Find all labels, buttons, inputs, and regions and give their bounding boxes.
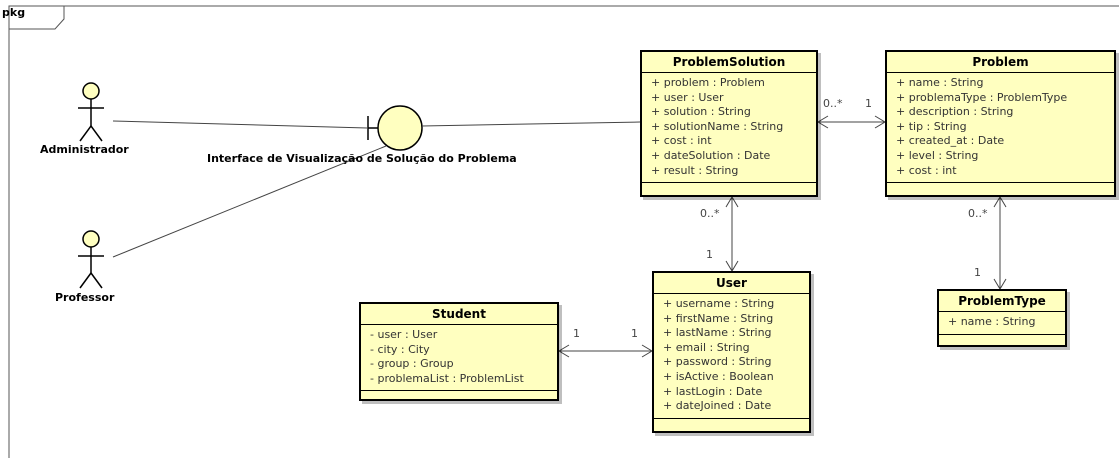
attribute: + name : String — [896, 76, 984, 89]
class-problem-attributes: + name : String + problemaType : Problem… — [887, 73, 1114, 184]
multiplicity-ps-problem-source: 0..* — [823, 97, 843, 110]
class-problemtype-name: ProblemType — [939, 291, 1065, 312]
multiplicity-problem-type-target: 1 — [974, 266, 981, 279]
multiplicity-student-user-target: 1 — [631, 327, 638, 340]
class-problemtype-operations — [939, 335, 1065, 343]
attribute: + password : String — [663, 355, 772, 369]
assoc-professor-boundary — [112, 145, 387, 258]
attribute: + problemaType : ProblemType — [896, 90, 1068, 104]
attribute: + tip : String — [896, 119, 967, 133]
assoc-ps-problem — [817, 115, 886, 129]
attribute: + name : String — [948, 315, 1036, 328]
attribute: + description : String — [896, 105, 1014, 119]
boundary-label: Interface de Visualização de Solução do … — [207, 152, 517, 165]
multiplicity-ps-user-target: 1 — [706, 248, 713, 261]
actor-professor-label: Professor — [55, 291, 115, 304]
class-problemtype[interactable]: ProblemType + name : String — [937, 289, 1067, 347]
package-frame — [8, 5, 1119, 458]
class-problemsolution-name: ProblemSolution — [642, 52, 816, 73]
class-student-attributes: - user : User - city : City - group : Gr… — [361, 325, 557, 392]
assoc-boundary-problemsolution — [421, 121, 641, 127]
class-user[interactable]: User + username : String + firstName : S… — [652, 271, 811, 433]
class-problem-name: Problem — [887, 52, 1114, 73]
attribute: - user : User — [370, 328, 438, 341]
attribute: + username : String — [663, 297, 775, 310]
class-student[interactable]: Student - user : User - city : City - gr… — [359, 302, 559, 401]
class-problemsolution-attributes: + problem : Problem + user : User + solu… — [642, 73, 816, 184]
class-problemtype-attributes: + name : String — [939, 312, 1065, 335]
attribute: + dateJoined : Date — [663, 399, 772, 413]
attribute: + result : String — [651, 163, 739, 177]
actor-administrador-label: Administrador — [40, 143, 129, 156]
attribute: + cost : int — [896, 163, 957, 177]
class-user-name: User — [654, 273, 809, 294]
attribute: + solution : String — [651, 105, 751, 119]
class-problem[interactable]: Problem + name : String + problemaType :… — [885, 50, 1116, 197]
attribute: + lastLogin : Date — [663, 384, 763, 398]
attribute: + user : User — [651, 90, 724, 104]
attribute: + cost : int — [651, 134, 712, 148]
class-user-operations — [654, 419, 809, 427]
class-student-name: Student — [361, 304, 557, 325]
package-label: pkg — [2, 6, 26, 19]
attribute: + problem : Problem — [651, 76, 765, 89]
attribute: + isActive : Boolean — [663, 369, 774, 383]
multiplicity-ps-user-source: 0..* — [700, 207, 720, 220]
assoc-admin-boundary — [112, 120, 368, 129]
attribute: + dateSolution : Date — [651, 148, 771, 162]
multiplicity-student-user-source: 1 — [573, 327, 580, 340]
attribute: + created_at : Date — [896, 134, 1005, 148]
assoc-problem-problemtype — [993, 196, 1007, 290]
multiplicity-ps-problem-target: 1 — [865, 97, 872, 110]
actor-professor-figure — [78, 230, 104, 289]
attribute: - group : Group — [370, 357, 454, 371]
attribute: + email : String — [663, 340, 750, 354]
attribute: - city : City — [370, 342, 430, 356]
class-student-operations — [361, 391, 557, 399]
attribute: - problemaList : ProblemList — [370, 371, 524, 385]
attribute: + lastName : String — [663, 326, 772, 340]
attribute: + level : String — [896, 148, 979, 162]
package-tab — [9, 6, 65, 30]
attribute: + solutionName : String — [651, 119, 784, 133]
class-problemsolution[interactable]: ProblemSolution + problem : Problem + us… — [640, 50, 818, 197]
class-problemsolution-operations — [642, 183, 816, 191]
actor-administrador-figure — [78, 82, 104, 142]
class-problem-operations — [887, 183, 1114, 191]
attribute: + firstName : String — [663, 311, 774, 325]
boundary-figure — [367, 105, 423, 151]
assoc-ps-user — [725, 196, 739, 272]
multiplicity-problem-type-source: 0..* — [968, 207, 988, 220]
assoc-student-user — [558, 344, 653, 358]
class-user-attributes: + username : String + firstName : String… — [654, 294, 809, 419]
